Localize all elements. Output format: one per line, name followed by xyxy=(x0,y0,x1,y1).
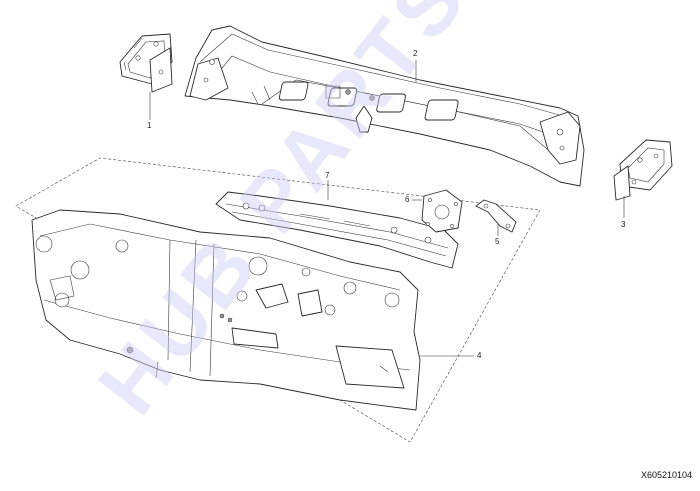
callout-1: 1 xyxy=(147,121,152,130)
callout-3: 3 xyxy=(621,220,626,229)
part-1-left-bracket xyxy=(119,33,173,93)
part-2-cowl-panel xyxy=(184,25,585,187)
callout-7: 7 xyxy=(325,171,330,180)
part-4-dash-panel xyxy=(31,209,421,411)
part-3-right-bracket xyxy=(613,139,673,201)
part-7-crossmember xyxy=(215,191,459,269)
part-6-gasket-plate xyxy=(421,189,463,233)
callout-2: 2 xyxy=(413,49,418,58)
callout-6: 6 xyxy=(405,195,410,204)
part-5-small-bracket xyxy=(475,199,517,233)
callout-5: 5 xyxy=(495,237,500,246)
callout-4: 4 xyxy=(477,351,482,360)
leader-lines xyxy=(149,60,625,357)
diagram-reference-number: X605210104 xyxy=(640,470,692,480)
